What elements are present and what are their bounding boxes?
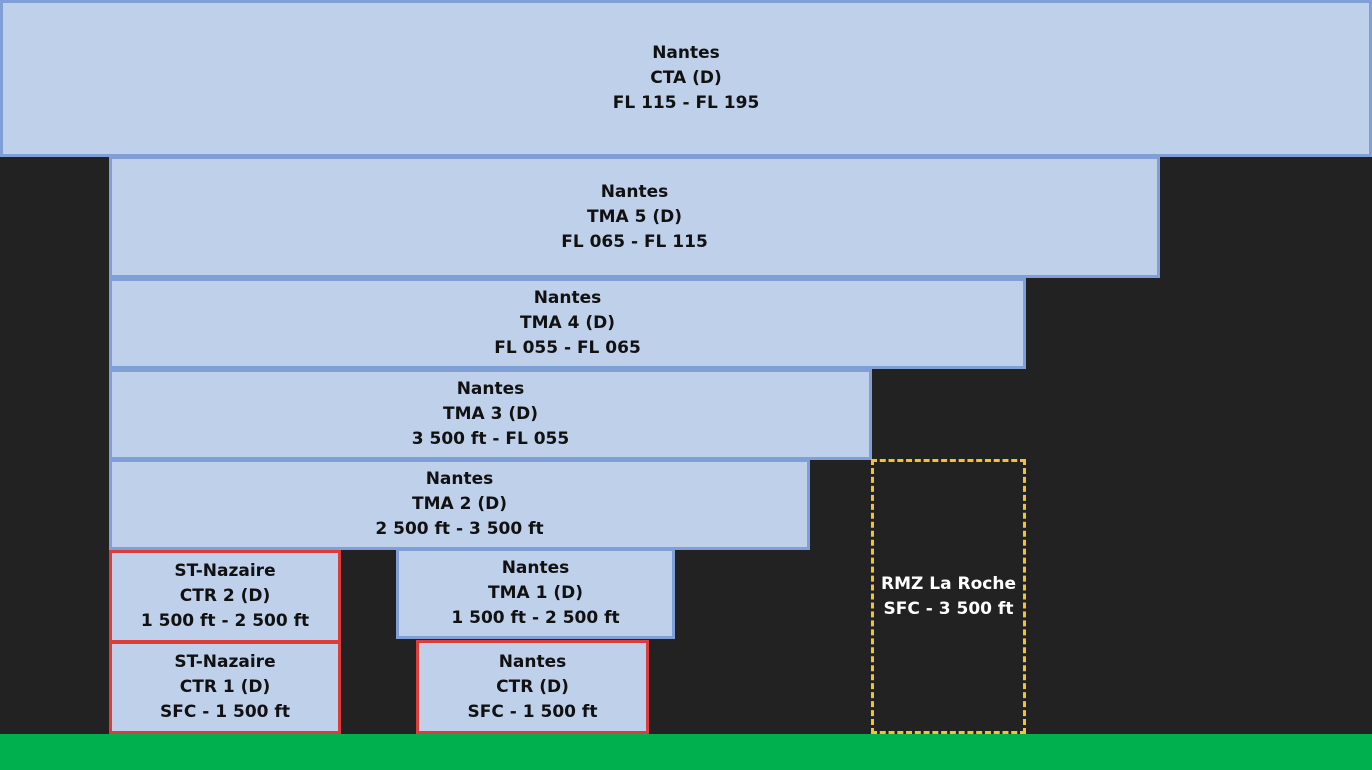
zone-nantes-tma5: Nantes TMA 5 (D) FL 065 - FL 115: [109, 156, 1160, 278]
ground-surface: [0, 734, 1372, 770]
zone-limits: FL 055 - FL 065: [494, 338, 641, 358]
zone-stnazaire-ctr2: ST-Nazaire CTR 2 (D) 1 500 ft - 2 500 ft: [109, 550, 341, 643]
zone-name: Nantes: [652, 43, 720, 63]
zone-nantes-tma1: Nantes TMA 1 (D) 1 500 ft - 2 500 ft: [396, 548, 675, 639]
zone-limits: SFC - 3 500 ft: [883, 598, 1014, 619]
zone-name: Nantes: [533, 288, 602, 308]
zone-limits: 1 500 ft - 2 500 ft: [140, 611, 310, 631]
zone-class: TMA 3 (D): [443, 404, 538, 424]
zone-class: CTR 1 (D): [179, 677, 271, 697]
zone-name: Nantes: [498, 651, 567, 672]
zone-name: Nantes: [456, 379, 525, 399]
zone-class: CTR 2 (D): [179, 586, 271, 606]
zone-name: Nantes: [501, 558, 570, 578]
zone-nantes-tma4: Nantes TMA 4 (D) FL 055 - FL 065: [109, 278, 1026, 369]
zone-stnazaire-ctr1: ST-Nazaire CTR 1 (D) SFC - 1 500 ft: [109, 641, 341, 734]
zone-class: CTR (D): [496, 676, 569, 697]
zone-nantes-tma3: Nantes TMA 3 (D) 3 500 ft - FL 055: [109, 369, 872, 460]
zone-class: CTA (D): [650, 68, 722, 88]
zone-limits: FL 065 - FL 115: [561, 231, 708, 252]
zone-class: TMA 2 (D): [412, 494, 507, 514]
zone-name: Nantes: [425, 469, 494, 489]
zone-name: ST-Nazaire: [174, 652, 276, 672]
zone-limits: SFC - 1 500 ft: [160, 702, 290, 722]
zone-nantes-tma2: Nantes TMA 2 (D) 2 500 ft - 3 500 ft: [109, 459, 810, 550]
zone-name: RMZ La Roche: [881, 573, 1016, 594]
zone-limits: SFC - 1 500 ft: [467, 701, 598, 722]
zone-rmz-la-roche: RMZ La Roche SFC - 3 500 ft: [871, 459, 1026, 734]
zone-limits: 1 500 ft - 2 500 ft: [451, 608, 620, 628]
zone-limits: 3 500 ft - FL 055: [411, 429, 570, 449]
zone-class: TMA 1 (D): [488, 583, 583, 603]
zone-class: TMA 4 (D): [520, 313, 615, 333]
zone-name: Nantes: [600, 181, 669, 202]
zone-limits: 2 500 ft - 3 500 ft: [375, 519, 544, 539]
zone-nantes-cta: Nantes CTA (D) FL 115 - FL 195: [0, 0, 1372, 157]
zone-class: TMA 5 (D): [587, 206, 682, 227]
zone-nantes-ctr: Nantes CTR (D) SFC - 1 500 ft: [416, 640, 649, 734]
zone-name: ST-Nazaire: [174, 561, 276, 581]
zone-limits: FL 115 - FL 195: [612, 93, 760, 113]
